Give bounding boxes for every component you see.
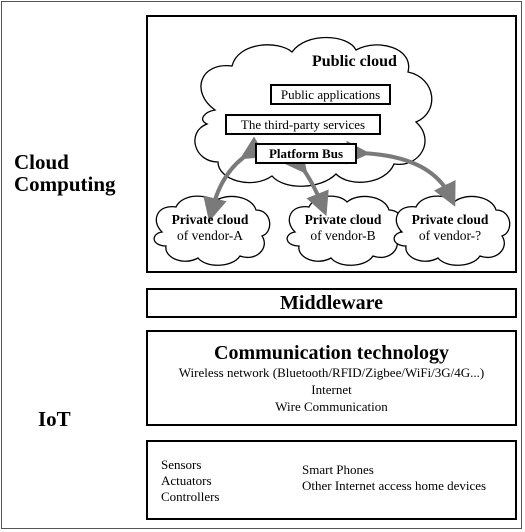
arrow-bus-to-vendor-b bbox=[283, 148, 329, 217]
middleware-box: Middleware bbox=[146, 288, 517, 318]
device-type: Actuators bbox=[161, 473, 212, 488]
iot-label: IoT bbox=[38, 407, 71, 431]
third-party-services-box: The third-party services bbox=[225, 114, 381, 135]
private-cloud-vendor-b: Private cloud of vendor-B bbox=[304, 212, 382, 243]
private-cloud-vendor-a: Private cloud of vendor-A bbox=[171, 212, 249, 243]
devices-box bbox=[146, 440, 517, 520]
communication-line: Internet bbox=[311, 382, 352, 397]
communication-line: Wireless network (Bluetooth/RFID/Zigbee/… bbox=[178, 365, 485, 380]
device-examples-list: Smart Phones Other Internet access home … bbox=[302, 462, 486, 494]
device-type: Sensors bbox=[161, 457, 202, 472]
arrow-bus-to-vendor-c bbox=[345, 140, 456, 207]
public-applications-box: Public applications bbox=[270, 84, 391, 105]
private-cloud-vendor-c: Private cloud of vendor-? bbox=[411, 212, 489, 243]
communication-line: Wire Communication bbox=[275, 399, 388, 414]
platform-bus-box: Platform Bus bbox=[255, 143, 357, 164]
communication-title: Communication technology bbox=[214, 342, 449, 364]
device-example: Other Internet access home devices bbox=[302, 478, 487, 493]
arrow-bus-to-vendor-a bbox=[203, 136, 267, 222]
device-example: Smart Phones bbox=[302, 462, 374, 477]
public-cloud-title: Public cloud bbox=[312, 53, 397, 70]
device-type: Controllers bbox=[161, 489, 220, 504]
device-types-list: Sensors Actuators Controllers bbox=[161, 457, 220, 505]
communication-box: Communication technology Wireless networ… bbox=[146, 330, 517, 426]
